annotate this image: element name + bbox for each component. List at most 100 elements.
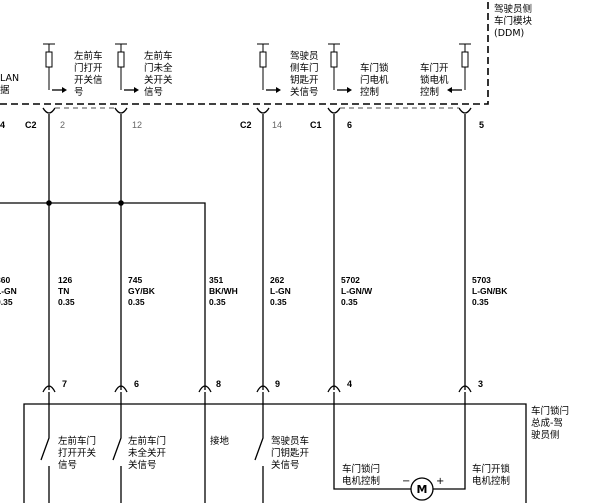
pin-symbol-unlock-ctl (447, 43, 471, 93)
pin-symbol-lock-ctl (328, 43, 352, 93)
svg-text:电机控制: 电机控制 (472, 475, 510, 487)
svg-text:侧车门: 侧车门 (290, 62, 319, 74)
svg-text:0.35: 0.35 (58, 297, 75, 307)
switch-lf-open (40, 392, 50, 503)
svg-text:钥匙开: 钥匙开 (290, 74, 319, 86)
svg-text:M: M (417, 483, 428, 496)
svg-text:门打开: 门打开 (74, 62, 103, 74)
svg-text:车门锁: 车门锁 (360, 62, 389, 74)
wires (0, 114, 466, 390)
svg-text:L-GN/W: L-GN/W (341, 286, 373, 296)
svg-text:驾驶员侧: 驾驶员侧 (494, 3, 532, 15)
label-lock-motor: 车门锁闩 电机控制 (342, 463, 380, 487)
svg-text:车门开锁: 车门开锁 (472, 463, 511, 475)
svg-text:车门开: 车门开 (420, 62, 449, 74)
svg-text:信号: 信号 (144, 86, 163, 98)
svg-text:4: 4 (347, 379, 352, 389)
motor-circuit (333, 392, 466, 490)
svg-text:驶员侧: 驶员侧 (531, 429, 560, 441)
svg-text:0.35: 0.35 (128, 297, 145, 307)
latch-label: 车门锁闩 总成-驾 驶员侧 (531, 405, 569, 441)
svg-text:号: 号 (74, 87, 84, 98)
label-lf-ajar-sw: 左前车门 未全关开 关信号 (128, 435, 167, 471)
svg-text:接地: 接地 (210, 435, 230, 447)
svg-text:5: 5 (479, 120, 484, 130)
left-edge-label: LAN 据 4 (0, 73, 19, 130)
svg-text:3: 3 (478, 379, 483, 389)
svg-text:GY/BK: GY/BK (128, 286, 156, 296)
label-key-sw: 驾驶员 侧车门 钥匙开 关信号 (290, 50, 319, 98)
svg-text:门钥匙开: 门钥匙开 (271, 447, 310, 459)
svg-text:351: 351 (209, 275, 223, 285)
pin-symbol-lf-open (43, 43, 67, 93)
pin-symbol-lf-ajar (115, 43, 139, 93)
wire-label-351: 351 BK/WH 0.35 (209, 275, 238, 307)
svg-text:LAN: LAN (0, 73, 19, 84)
svg-text:总成-驾: 总成-驾 (531, 417, 563, 429)
svg-text:6: 6 (347, 120, 352, 130)
label-lf-ajar: 左前车 门未全 关开关 信号 (144, 50, 173, 98)
svg-text:关开关: 关开关 (144, 74, 173, 86)
svg-text:BK/WH: BK/WH (209, 286, 238, 296)
svg-text:车门锁闩: 车门锁闩 (531, 405, 569, 417)
switch-lf-ajar (112, 392, 122, 503)
wire-label-5703: 5703 L-GN/BK 0.35 (472, 275, 508, 307)
svg-text:左前车: 左前车 (74, 50, 103, 62)
svg-text:驾驶员: 驾驶员 (290, 50, 319, 62)
wire-label-360: 360 L-GN 0.35 (0, 275, 17, 307)
svg-text:关信号: 关信号 (290, 86, 319, 98)
svg-text:据: 据 (0, 84, 10, 96)
motor-symbol: M − + (402, 476, 444, 501)
svg-text:14: 14 (272, 120, 282, 130)
bottom-pin-numbers: 7 6 8 9 4 3 (62, 379, 483, 389)
svg-text:4: 4 (0, 120, 5, 130)
svg-text:车门模块: 车门模块 (494, 15, 533, 27)
svg-text:12: 12 (132, 120, 142, 130)
ddm-label: 驾驶员侧 车门模块 (DDM) (494, 3, 533, 39)
svg-text:126: 126 (58, 275, 72, 285)
label-unlock-ctl: 车门开 锁电机 控制 (420, 62, 449, 98)
latch-assembly-boundary (23, 403, 527, 503)
label-lock-ctl: 车门锁 闩电机 控制 (360, 62, 389, 98)
top-connector-cups (42, 107, 472, 114)
svg-text:(DDM): (DDM) (494, 28, 524, 39)
svg-text:262: 262 (270, 275, 284, 285)
svg-text:−: − (402, 476, 410, 487)
label-ground: 接地 (210, 435, 230, 447)
svg-text:左前车门: 左前车门 (128, 435, 166, 447)
svg-text:L-GN/BK: L-GN/BK (472, 286, 508, 296)
label-key-switch: 驾驶员车 门钥匙开 关信号 (271, 435, 310, 471)
svg-text:7: 7 (62, 379, 67, 389)
svg-text:驾驶员车: 驾驶员车 (271, 435, 309, 447)
svg-text:L-GN: L-GN (0, 286, 17, 296)
svg-text:电机控制: 电机控制 (342, 475, 380, 487)
label-unlock-motor: 车门开锁 电机控制 (472, 463, 511, 487)
wire-label-5702: 5702 L-GN/W 0.35 (341, 275, 373, 307)
svg-text:车门锁闩: 车门锁闩 (342, 463, 380, 475)
svg-text:C2: C2 (240, 120, 252, 130)
svg-text:8: 8 (216, 379, 221, 389)
top-pin-numbers: C2 2 12 C2 14 C1 6 5 (25, 120, 484, 130)
svg-text:未全关开: 未全关开 (128, 447, 167, 459)
svg-text:开关信: 开关信 (74, 74, 103, 86)
svg-text:打开开关: 打开开关 (58, 447, 97, 459)
svg-text:TN: TN (58, 286, 69, 296)
svg-text:6: 6 (134, 379, 139, 389)
svg-text:0.35: 0.35 (341, 297, 358, 307)
svg-text:0.35: 0.35 (472, 297, 489, 307)
svg-text:闩电机: 闩电机 (360, 74, 389, 86)
svg-text:C2: C2 (25, 120, 37, 130)
svg-text:门未全: 门未全 (144, 62, 173, 74)
wire-label-745: 745 GY/BK 0.35 (128, 275, 156, 307)
svg-text:2: 2 (60, 120, 65, 130)
svg-text:信号: 信号 (58, 459, 77, 471)
svg-text:锁电机: 锁电机 (420, 74, 449, 86)
pin-symbol-key-sw (257, 43, 281, 93)
wire-label-262: 262 L-GN 0.35 (270, 275, 291, 307)
svg-text:360: 360 (0, 275, 10, 285)
label-lf-open: 左前车 门打开 开关信 号 (74, 50, 103, 98)
svg-text:0.35: 0.35 (209, 297, 226, 307)
svg-text:控制: 控制 (360, 86, 379, 98)
